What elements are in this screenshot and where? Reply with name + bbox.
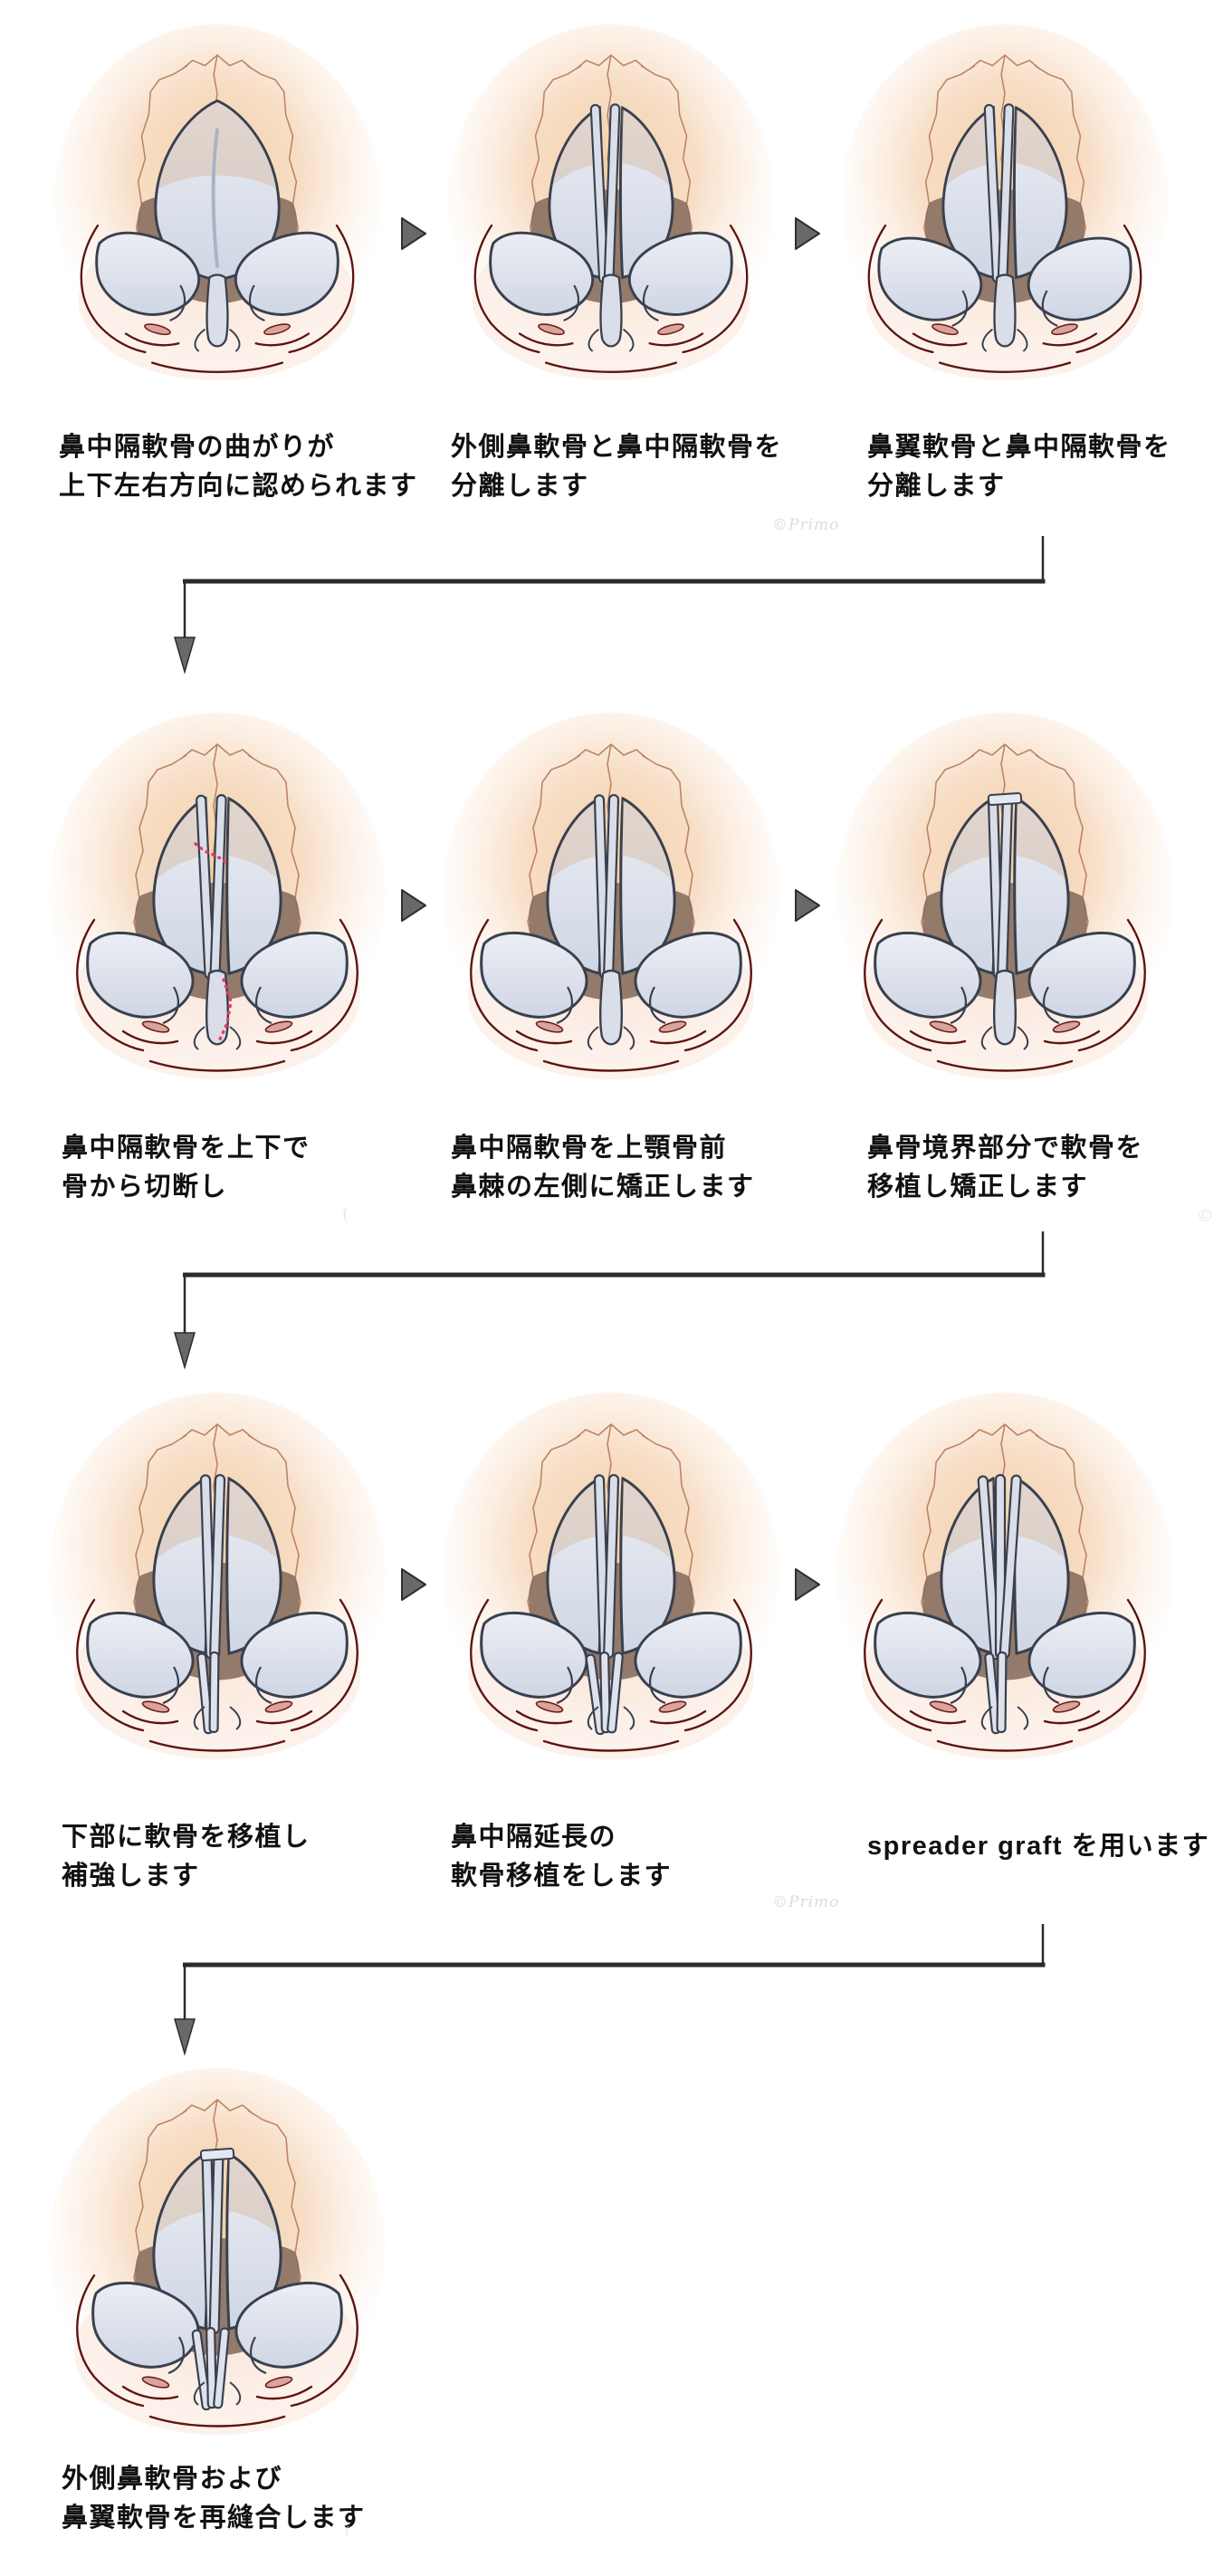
step-7-illustration bbox=[45, 1378, 389, 1769]
step-8-illustration bbox=[439, 1378, 783, 1769]
right-arrow-icon bbox=[401, 217, 426, 250]
caption-line: 補強します bbox=[62, 1862, 200, 1891]
caption-line: 鼻棘の左側に矯正します bbox=[451, 1173, 755, 1202]
caption-line: 分離します bbox=[451, 472, 589, 501]
down-arrow-icon bbox=[174, 637, 196, 675]
caption-line: 軟骨移植をします bbox=[451, 1862, 673, 1891]
watermark-partial: ( bbox=[345, 2524, 350, 2539]
row-connector-arrow-1 bbox=[174, 536, 1046, 675]
step-2-illustration bbox=[439, 20, 783, 380]
caption-line: spreader graft を用います bbox=[867, 1832, 1210, 1861]
caption-line: 鼻中隔軟骨を上顎骨前 bbox=[451, 1134, 728, 1163]
nose-diagram-svg bbox=[49, 1393, 386, 1759]
caption-line: 上下左右方向に認められます bbox=[59, 472, 418, 501]
step-3-caption: 鼻翼軟骨と鼻中隔軟骨を 分離します bbox=[867, 428, 1171, 506]
caption-line: 鼻中隔延長の bbox=[451, 1823, 617, 1852]
down-arrow-icon bbox=[174, 1332, 196, 1370]
step-8-caption: 鼻中隔延長の 軟骨移植をします bbox=[451, 1818, 672, 1896]
nose-diagram-svg bbox=[841, 24, 1169, 380]
caption-line: 鼻中隔軟骨を上下で bbox=[62, 1134, 311, 1163]
nose-diagram-svg bbox=[53, 24, 381, 380]
caption-line: 骨から切断し bbox=[62, 1173, 228, 1202]
step-1-caption: 鼻中隔軟骨の曲がりが 上下左右方向に認められます bbox=[59, 428, 418, 506]
nose-diagram-svg bbox=[447, 24, 775, 380]
caption-line: 移植し矯正します bbox=[867, 1173, 1089, 1202]
step-4-caption: 鼻中隔軟骨を上下で 骨から切断し bbox=[62, 1129, 311, 1207]
step-5-caption: 鼻中隔軟骨を上顎骨前 鼻棘の左側に矯正します bbox=[451, 1129, 755, 1207]
nose-diagram-svg bbox=[443, 1393, 779, 1759]
caption-line: 鼻骨境界部分で軟骨を bbox=[867, 1134, 1144, 1163]
right-arrow-icon bbox=[795, 217, 820, 250]
right-arrow-icon bbox=[795, 1568, 820, 1601]
watermark-primo: ©Primo bbox=[772, 516, 840, 534]
caption-line: 外側鼻軟骨および bbox=[62, 2465, 283, 2494]
step-4-illustration bbox=[45, 699, 389, 1088]
caption-line: 鼻翼軟骨と鼻中隔軟骨を bbox=[867, 433, 1171, 462]
nose-diagram-svg bbox=[49, 2068, 386, 2435]
right-arrow-icon bbox=[401, 889, 426, 922]
caption-line: 外側鼻軟骨と鼻中隔軟骨を bbox=[451, 433, 783, 462]
row-connector-arrow-3 bbox=[174, 1924, 1046, 2056]
step-1-illustration bbox=[45, 20, 389, 380]
step-7-caption: 下部に軟骨を移植し 補強します bbox=[62, 1818, 311, 1896]
watermark-partial: ( bbox=[342, 1204, 349, 1224]
step-6-illustration bbox=[833, 699, 1177, 1088]
watermark-primo: ©Primo bbox=[772, 1893, 840, 1911]
nose-diagram-svg bbox=[443, 713, 779, 1079]
down-arrow-icon bbox=[174, 2018, 196, 2056]
step-6-caption: 鼻骨境界部分で軟骨を 移植し矯正します bbox=[867, 1129, 1143, 1207]
step-9-caption: spreader graft を用います bbox=[867, 1827, 1209, 1866]
step-3-illustration bbox=[833, 20, 1177, 380]
caption-line: 下部に軟骨を移植し bbox=[62, 1823, 311, 1852]
right-arrow-icon bbox=[401, 1568, 426, 1601]
step-10-caption: 外側鼻軟骨および 鼻翼軟骨を再縫合します bbox=[62, 2460, 366, 2538]
step-2-caption: 外側鼻軟骨と鼻中隔軟骨を 分離します bbox=[451, 428, 782, 506]
nose-diagram-svg bbox=[836, 1393, 1173, 1759]
caption-line: 鼻翼軟骨を再縫合します bbox=[62, 2504, 366, 2533]
caption-line: 鼻中隔軟骨の曲がりが bbox=[59, 433, 336, 462]
caption-line: 分離します bbox=[867, 472, 1006, 501]
nose-diagram-svg bbox=[836, 713, 1173, 1079]
step-9-illustration bbox=[833, 1378, 1177, 1769]
step-10-illustration bbox=[45, 2063, 389, 2436]
step-5-illustration bbox=[439, 699, 783, 1088]
right-arrow-icon bbox=[795, 889, 820, 922]
row-connector-arrow-2 bbox=[174, 1231, 1046, 1370]
watermark-partial: © bbox=[1197, 1206, 1214, 1226]
nose-diagram-svg bbox=[49, 713, 386, 1079]
